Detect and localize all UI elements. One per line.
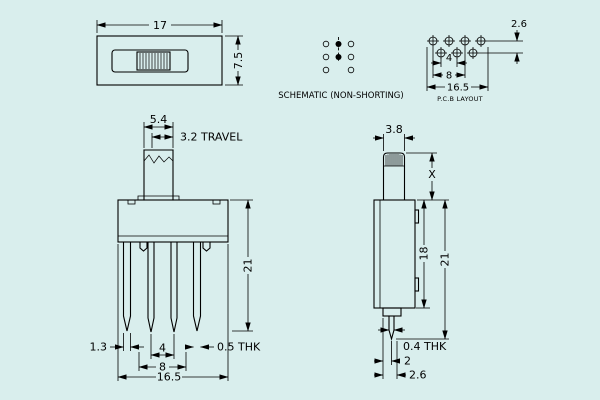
mounting-lug-left	[122, 241, 132, 332]
dim-label-stem-width: 5.4	[150, 113, 168, 126]
dim-label-pcb-pitch: 4	[446, 53, 452, 64]
dim-pin-offset: 2	[374, 318, 411, 379]
pcb-layout-caption: P.C.B LAYOUT	[437, 95, 483, 103]
dim-label-travel: 3.2 TRAVEL	[180, 131, 243, 144]
pcb-layout-view: 2.6 4 8 16.5 P.C.B LAYOUT	[426, 19, 527, 103]
pcb-holes	[427, 35, 487, 59]
mounting-lug-right	[192, 241, 202, 332]
dim-label-pcb-span: 8	[446, 71, 452, 82]
dim-label-pin-offset: 2	[404, 355, 411, 368]
dim-pin-thickness: 0.4 THK	[378, 327, 447, 353]
top-view: 17 7.5	[96, 19, 245, 86]
dim-label-stem-height: X	[428, 168, 436, 181]
front-view: 5.4 3.2 TRAVEL 21 1.3 4	[90, 113, 261, 384]
dim-label-pin-span: 8	[159, 361, 166, 374]
dim-stem-depth: 3.8	[373, 123, 415, 151]
terminal-pin-2	[170, 241, 178, 333]
dim-label-pcb-row-spacing: 2.6	[511, 19, 527, 30]
dim-label-pin-thickness: 0.4 THK	[403, 340, 447, 353]
terminal-pin-1	[147, 241, 155, 333]
dim-label-side-overall-height: 21	[439, 253, 452, 267]
dim-label-front-thickness: 0.5 THK	[217, 341, 261, 354]
dim-label-pcb-overall: 16.5	[447, 83, 469, 94]
top-view-body	[96, 35, 223, 86]
dim-label-front-overall-width: 16.5	[157, 371, 182, 384]
dim-pcb-row-spacing: 2.6	[479, 19, 527, 64]
dim-lug-width: 1.3	[90, 333, 144, 354]
side-knob-serrations	[385, 154, 403, 166]
slider-knob-serrations	[139, 53, 168, 69]
dim-front-height: 21	[230, 199, 255, 332]
side-view-body	[373, 152, 420, 342]
dim-stem-height: X	[406, 152, 449, 201]
schematic-view: SCHEMATIC (NON-SHORTING)	[278, 37, 404, 101]
dim-pcb-overall: 16.5	[426, 47, 489, 94]
schematic-symbol	[322, 37, 355, 74]
dim-front-overall-width: 16.5	[117, 244, 229, 384]
dim-top-height: 7.5	[225, 35, 245, 86]
dim-pin-span: 8	[138, 352, 187, 374]
dim-label-top-height: 7.5	[232, 52, 245, 70]
dim-label-stem-depth: 3.8	[385, 123, 403, 136]
schematic-caption: SCHEMATIC (NON-SHORTING)	[278, 91, 403, 101]
dim-label-front-height: 21	[242, 259, 255, 273]
dim-pin-edge-offset: 2.6	[374, 341, 427, 382]
dim-pin-pitch: 4	[150, 334, 175, 359]
dim-stem-width: 5.4	[143, 113, 174, 148]
dim-pcb-span: 8	[432, 47, 466, 82]
dim-label-pin-pitch: 4	[159, 342, 166, 355]
side-terminal-pin	[388, 315, 395, 342]
dim-front-thickness: 0.5 THK	[184, 341, 261, 354]
side-view: 3.8 X 18 21 0.4 THK	[373, 123, 452, 382]
dim-body-height: 18	[416, 199, 431, 309]
dim-pcb-pitch: 4	[431, 53, 467, 67]
dim-label-top-width: 17	[153, 19, 167, 32]
dim-label-lug-width: 1.3	[90, 341, 108, 354]
dim-travel: 3.2 TRAVEL	[151, 131, 243, 148]
front-view-body	[117, 149, 229, 333]
dim-top-width: 17	[96, 19, 223, 33]
dim-label-pin-edge-offset: 2.6	[409, 369, 427, 382]
dim-side-overall-height: 21	[396, 199, 452, 340]
dim-label-body-height: 18	[418, 247, 431, 261]
